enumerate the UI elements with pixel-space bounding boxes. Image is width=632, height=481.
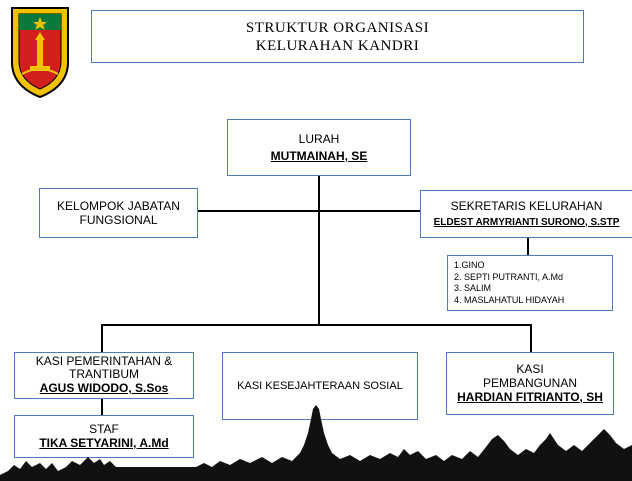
sekretaris-box: SEKRETARIS KELURAHAN ELDEST ARMYRIANTI S… — [420, 190, 632, 238]
fungsional-line-2: FUNGSIONAL — [79, 213, 158, 227]
staff-item-3: 3. SALIM — [454, 283, 492, 293]
lurah-title: LURAH — [298, 131, 340, 146]
title-line-1: STRUKTUR ORGANISASI — [245, 19, 430, 36]
city-emblem — [11, 7, 69, 99]
connector-main-vertical — [318, 176, 320, 324]
kasi-pembangunan-name: HARDIAN FITRIANTO, SH — [457, 390, 603, 404]
connector-right-drop — [530, 324, 532, 352]
kasi-pemerintahan-box: KASI PEMERINTAHAN & TRANTIBUM AGUS WIDOD… — [14, 352, 194, 399]
kasi-kesejahteraan-title: KASI KESEJAHTERAAN SOSIAL — [237, 380, 403, 392]
title-line-2: KELURAHAN KANDRI — [255, 37, 420, 54]
staf-name: TIKA SETYARINI, A.Md — [39, 436, 169, 450]
kasi-pembangunan-line-1: KASI — [516, 362, 544, 376]
kasi-kesejahteraan-box: KASI KESEJAHTERAAN SOSIAL — [222, 352, 418, 420]
staff-item-2: 2. SEPTI PUTRANTI, A.Md — [454, 271, 564, 282]
fungsional-line-1: KELOMPOK JABATAN — [57, 199, 180, 213]
kasi-pemerintahan-line-2: TRANTIBUM — [69, 367, 139, 381]
sekretaris-title: SEKRETARIS KELURAHAN — [450, 198, 603, 213]
sekretaris-name: ELDEST ARMYRIANTI SURONO, S.STP — [433, 216, 620, 228]
connector-staf-drop — [101, 399, 103, 415]
staff-item-4: 4. MASLAHATUL HIDAYAH — [454, 294, 565, 305]
fungsional-box: KELOMPOK JABATAN FUNGSIONAL — [39, 188, 198, 238]
kasi-pemerintahan-name: AGUS WIDODO, S.Sos — [39, 381, 169, 395]
kasi-pembangunan-box: KASI PEMBANGUNAN HARDIAN FITRIANTO, SH — [446, 352, 614, 415]
kasi-pemerintahan-line-1: KASI PEMERINTAHAN & — [35, 354, 173, 368]
staf-box: STAF TIKA SETYARINI, A.Md — [14, 415, 194, 458]
staf-title: STAF — [89, 422, 119, 436]
header-title-box: STRUKTUR ORGANISASI KELURAHAN KANDRI — [91, 10, 584, 63]
lurah-name: MUTMAINAH, SE — [270, 148, 368, 163]
kasi-pembangunan-line-2: PEMBANGUNAN — [482, 376, 577, 390]
connector-horizontal-lower — [101, 324, 531, 326]
city-skyline-silhouette — [0, 405, 632, 481]
sekretaris-staff-list: 1.GINO 2. SEPTI PUTRANTI, A.Md 3. SALIM … — [447, 255, 613, 311]
connector-horizontal-upper — [198, 210, 420, 212]
connector-sekretaris-staff — [527, 238, 529, 255]
lurah-box: LURAH MUTMAINAH, SE — [227, 119, 411, 176]
staff-item-1: 1.GINO — [454, 260, 485, 270]
connector-left-drop — [101, 324, 103, 352]
